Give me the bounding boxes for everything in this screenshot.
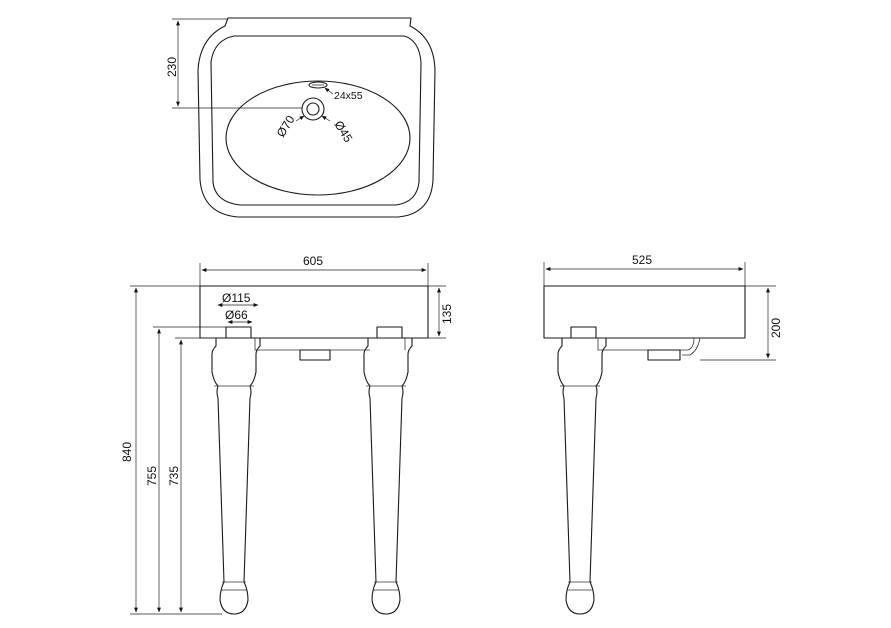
tap-hole-label: 24x55 bbox=[334, 90, 363, 102]
side-depth-label: 525 bbox=[632, 253, 652, 267]
front-left-leg bbox=[211, 337, 261, 615]
leg-top-outer-label: Ø115 bbox=[222, 291, 251, 305]
side-leg bbox=[557, 337, 607, 615]
top-view-outline bbox=[197, 17, 436, 218]
side-basin-body bbox=[543, 285, 746, 339]
waste-inner-label: Ø45 bbox=[331, 118, 355, 145]
overall-height-label: 840 bbox=[120, 442, 134, 462]
top-view: 24x55 Ø70 Ø45 230 bbox=[165, 17, 436, 218]
waste-outer-circle bbox=[301, 97, 325, 121]
leg-height-label: 735 bbox=[167, 466, 181, 486]
front-width-label: 605 bbox=[303, 254, 323, 268]
waste-inner-circle bbox=[306, 102, 320, 116]
leg-top-inner-label: Ø66 bbox=[225, 308, 248, 322]
tap-hole-slot bbox=[308, 81, 328, 89]
front-waste-fitting bbox=[299, 349, 331, 361]
front-view: 605 135 Ø115 Ø66 840 bbox=[120, 254, 454, 615]
top-depth-label: 230 bbox=[165, 57, 179, 77]
rim-height-label: 755 bbox=[145, 466, 159, 486]
front-height-label: 135 bbox=[440, 304, 454, 324]
top-view-bowl bbox=[225, 80, 411, 196]
waste-outer-label: Ø70 bbox=[274, 113, 298, 140]
side-waste-fitting bbox=[647, 349, 681, 361]
side-view: 525 200 bbox=[543, 253, 783, 615]
side-height-label: 200 bbox=[769, 318, 783, 338]
front-right-leg bbox=[363, 337, 413, 615]
top-view-inner-rim bbox=[210, 35, 422, 206]
